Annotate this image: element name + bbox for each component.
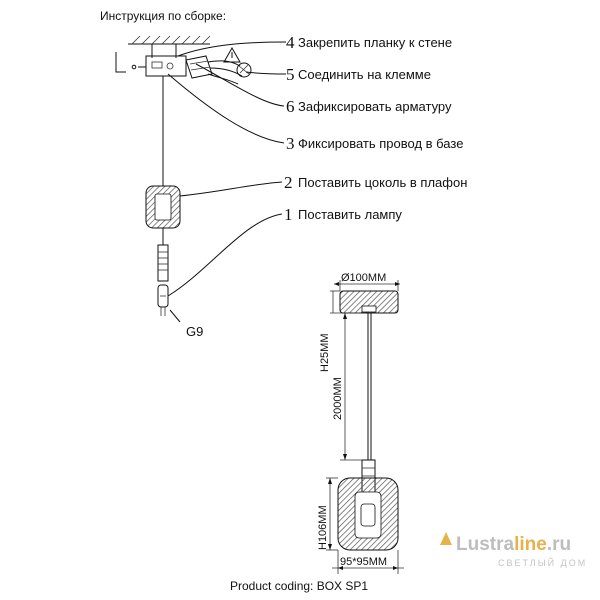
step-number: 5 (286, 65, 295, 84)
step-number: 1 (284, 205, 293, 224)
socket-label: G9 (186, 324, 203, 339)
step-item: 6 Зафиксировать арматуру (286, 97, 452, 116)
step-text: Фиксировать провод в базе (298, 136, 463, 151)
ceiling-mount (115, 35, 252, 85)
dim-shade-height: H106MM (317, 505, 329, 550)
lamp-holder (157, 244, 169, 282)
step-number: 4 (286, 33, 295, 52)
step-item: 2 Поставить цоколь в плафон (284, 173, 467, 192)
step-text: Закрепить планку к стене (298, 35, 452, 50)
dim-canopy-diameter: Ø100MM (341, 272, 386, 284)
brand-watermark: Lustraline.ru СВЕТЛЫЙ ДОМ (440, 532, 587, 568)
step-number: 3 (286, 134, 295, 153)
step-list: 4 Закрепить планку к стене 5 Соединить н… (284, 33, 467, 224)
step-item: 1 Поставить лампу (284, 205, 402, 224)
dimension-drawing: Ø100MM H25MM 2000MM H106MM 95*95MM (317, 272, 404, 574)
brand-lamp-icon (440, 532, 452, 545)
instruction-title: Инструкция по сборке: (100, 9, 226, 23)
step-item: 3 Фиксировать провод в базе (286, 134, 463, 153)
dim-canopy-height: H25MM (319, 333, 331, 372)
step-item: 4 Закрепить планку к стене (286, 33, 452, 52)
dim-shade-width: 95*95MM (340, 556, 387, 568)
g9-bulb (157, 284, 169, 316)
step-text: Поставить цоколь в плафон (298, 175, 467, 190)
step-text: Зафиксировать арматуру (298, 99, 452, 114)
step-text: Соединить на клемме (298, 67, 431, 82)
dim-cable-length: 2000MM (332, 377, 344, 420)
g9-leader (169, 309, 181, 323)
step-item: 5 Соединить на клемме (286, 65, 431, 84)
step-text: Поставить лампу (298, 207, 402, 222)
step-number: 6 (286, 97, 295, 116)
step-number: 2 (284, 173, 293, 192)
leader-lines (167, 41, 287, 297)
product-coding: Product coding: BOX SP1 (230, 579, 368, 593)
glass-shade (145, 185, 181, 229)
brand-tagline: СВЕТЛЫЙ ДОМ (498, 557, 587, 568)
brand-logo-text: Lustraline.ru (456, 534, 571, 555)
